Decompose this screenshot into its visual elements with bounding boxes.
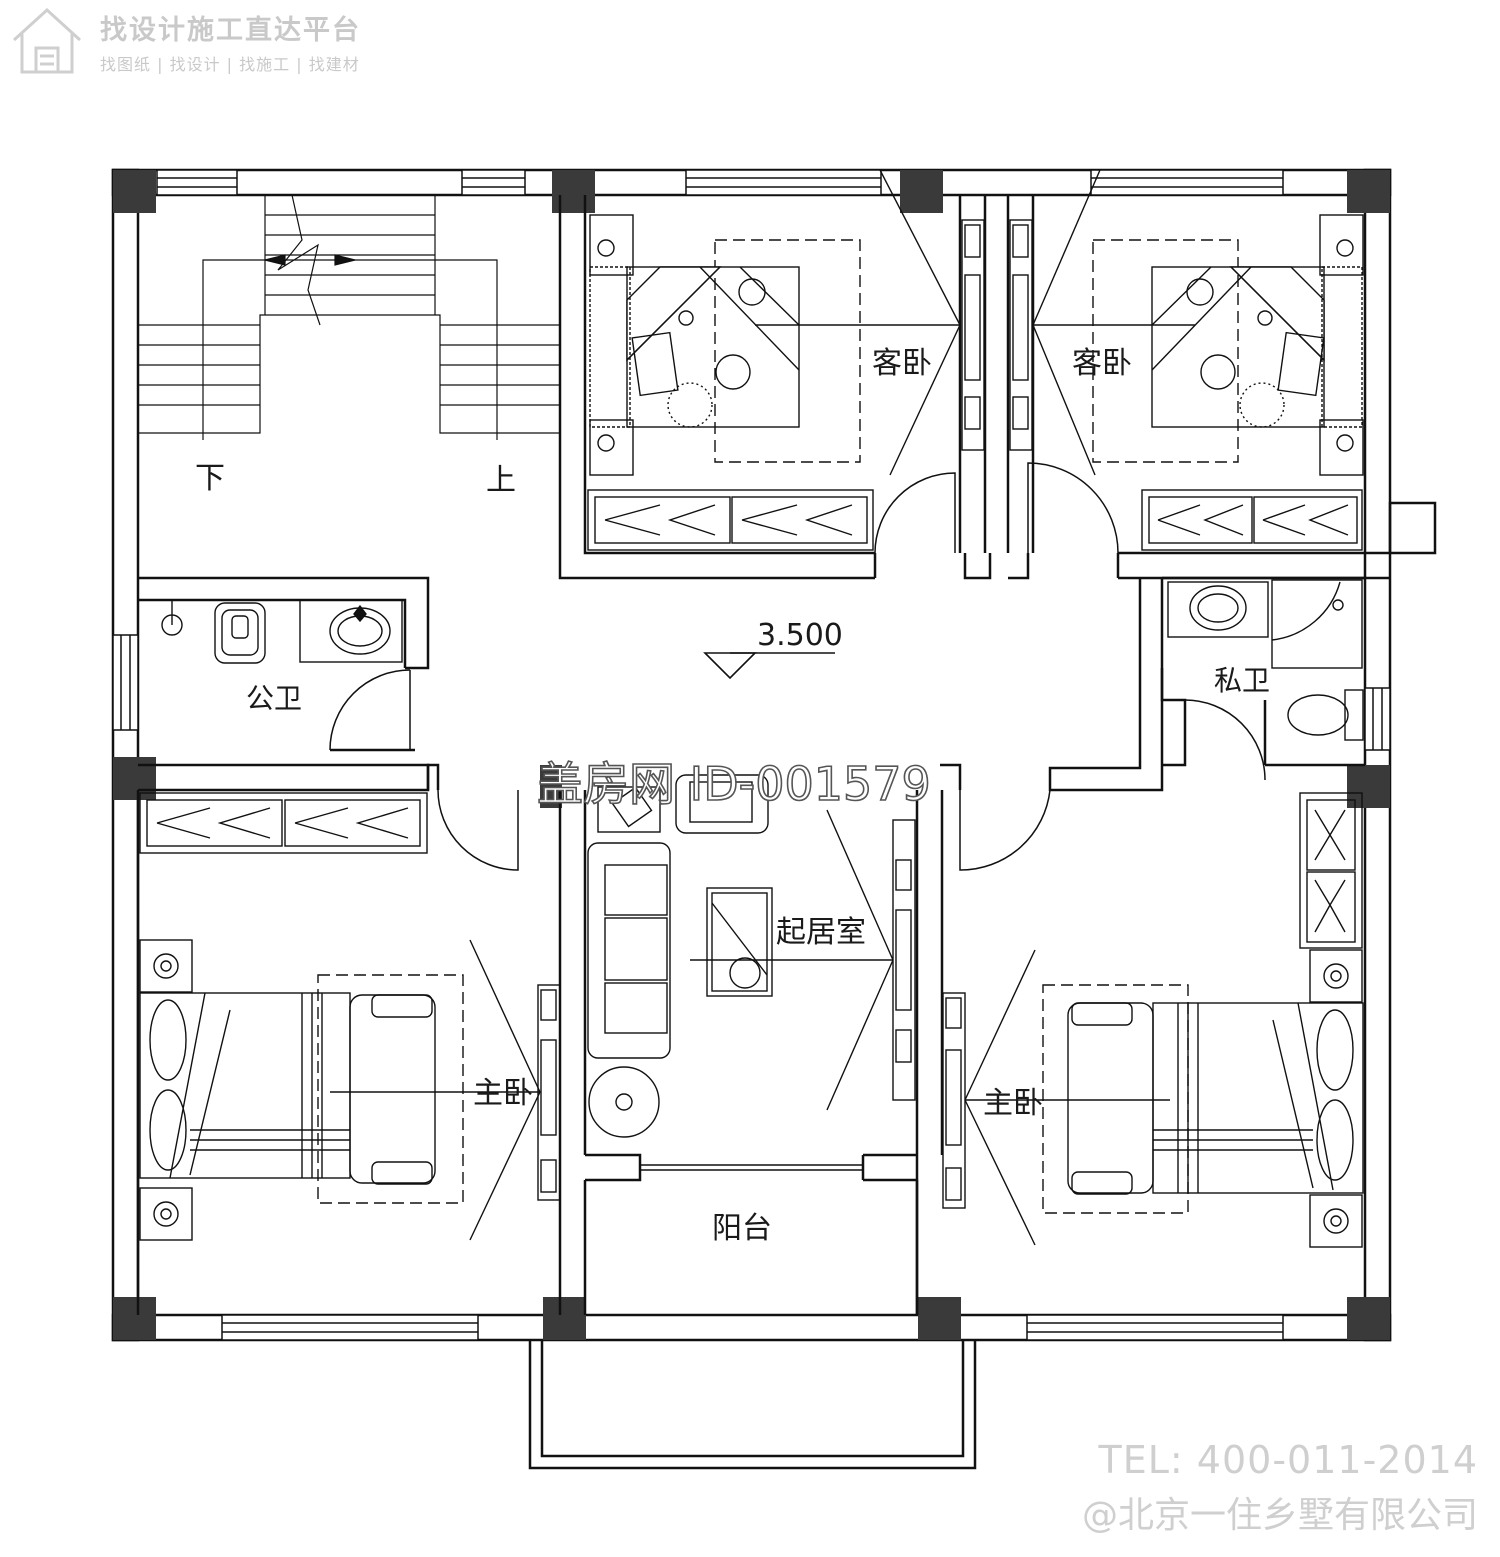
stair-down-label: 下 <box>195 461 225 496</box>
master-left-label: 主卧 <box>473 1076 533 1111</box>
guest-wardrobe-right <box>1141 489 1363 551</box>
guest-room-right-label: 客卧 <box>1072 346 1132 381</box>
master-left-wardrobe <box>139 792 428 854</box>
elevation-value: 3.500 <box>757 618 843 653</box>
private-bath-fixtures <box>1167 579 1364 741</box>
sliding-door <box>640 1164 863 1171</box>
public-bath-label: 公卫 <box>246 682 302 715</box>
guest-bed-right <box>1033 214 1364 476</box>
public-bath-fixtures <box>161 599 403 664</box>
windows <box>112 169 1391 1341</box>
balcony-label: 阳台 <box>712 1211 772 1246</box>
guest-room-left-label: 客卧 <box>872 346 932 381</box>
living-room-label: 起居室 <box>776 915 866 950</box>
interior-walls <box>136 195 1390 1315</box>
private-bath-label: 私卫 <box>1214 664 1270 697</box>
master-right-wardrobe <box>1299 792 1363 949</box>
guest-wardrobe-left <box>587 489 874 551</box>
door-swings <box>329 462 1266 871</box>
stair-up-label: 上 <box>486 463 516 498</box>
elevation-marker <box>703 652 835 680</box>
center-watermark: 盖房网 ID-001579 <box>537 757 931 811</box>
house-logo-icon <box>12 7 82 74</box>
guest-tv-cabinet-right <box>1009 169 1101 476</box>
guest-tv-cabinet-left <box>879 169 985 476</box>
footer-tel: TEL: 400-011-2014 <box>1098 1438 1478 1482</box>
master-bed-right <box>942 949 1364 1248</box>
brand-block: 找设计施工直达平台 找图纸 | 找设计 | 找施工 | 找建材 <box>100 8 420 75</box>
living-furniture <box>587 774 916 1138</box>
guest-bed-left <box>589 214 960 476</box>
brand-title: 找设计施工直达平台 <box>100 15 361 46</box>
master-bed-left <box>139 939 561 1241</box>
footer-copyright: @北京一住乡墅有限公司 <box>1081 1495 1478 1536</box>
master-right-label: 主卧 <box>983 1086 1043 1121</box>
brand-subtitle: 找图纸 | 找设计 | 找施工 | 找建材 <box>100 55 360 74</box>
staircase <box>138 194 560 440</box>
columns <box>113 170 1390 1340</box>
